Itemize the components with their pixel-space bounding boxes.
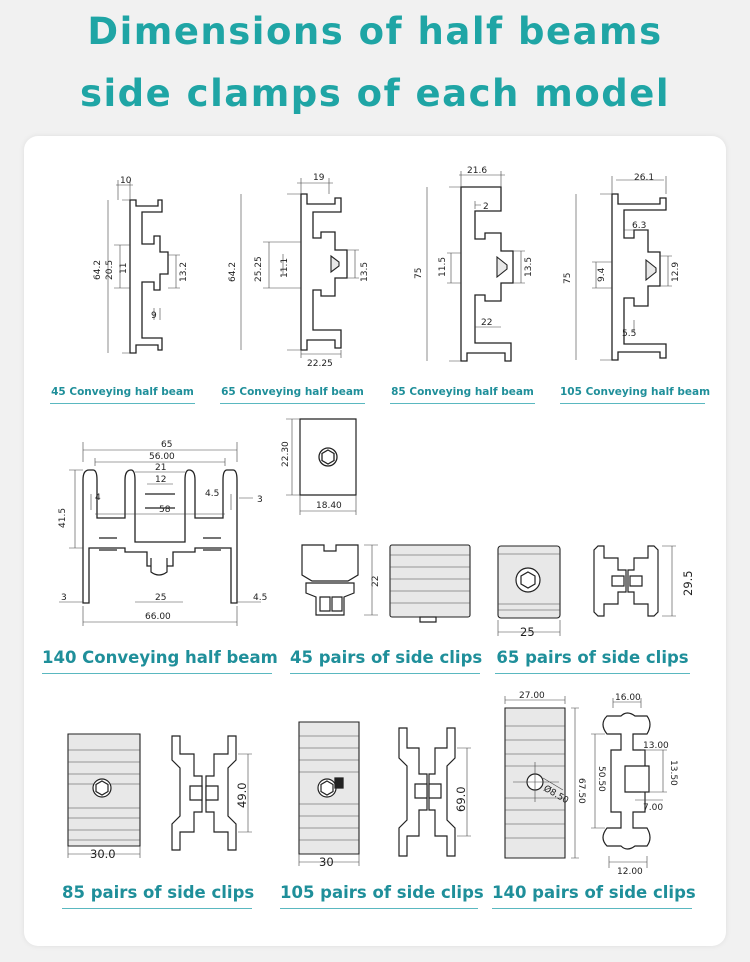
beam-140-dim-left-wall: 4 — [95, 493, 101, 503]
clip-85-caption: 85 pairs of side clips — [62, 883, 255, 902]
beam-105-dim-height: 75 — [563, 273, 573, 284]
clip-140-dim-top: 16.00 — [615, 693, 641, 703]
beam-45-dim-gap: 9 — [151, 311, 157, 321]
beam-105-dim-width: 26.1 — [634, 173, 654, 183]
clip-45-front-view — [302, 545, 358, 581]
beam-65-drawing: 19 64.2 25.25 11.1 13.5 22.25 — [228, 173, 370, 369]
clip-45-underline — [290, 673, 480, 674]
beam-85-dim-slot: 11.5 — [438, 257, 448, 277]
beam-65-caption: 65 Conveying half beam — [221, 386, 364, 398]
beam-45-drawing: 10 64.2 20.5 11 13.2 9 — [93, 176, 189, 360]
clip-45-drawing: 22.30 18.40 22 — [281, 415, 478, 630]
beam-140-dim-inner: 56.00 — [149, 452, 175, 462]
beam-140-dim-span: 58 — [159, 505, 171, 515]
clip-65-side-view-left — [594, 546, 626, 616]
beam-65-dim-bottom: 22.25 — [307, 359, 333, 369]
beam-140-dim-right-lip: 3 — [257, 495, 263, 505]
clip-105-dim-width: 30 — [319, 855, 334, 869]
clip-140-underline — [492, 908, 692, 909]
clip-45-side-view — [390, 545, 470, 617]
beam-45-dim-clip: 13.2 — [179, 262, 189, 282]
beam-85-dim-clip: 13.5 — [524, 257, 534, 277]
clip-105-caption: 105 pairs of side clips — [280, 883, 484, 902]
clip-45-top-view — [300, 419, 356, 495]
beam-65-dim-width: 19 — [313, 173, 325, 183]
beam-140-dim-left-lip: 3 — [61, 593, 67, 603]
clip-105-underline — [280, 908, 478, 909]
clip-140-dim-bottom: 12.00 — [617, 867, 643, 877]
beam-65-dim-height: 64.2 — [228, 262, 238, 282]
clip-45-dim-height: 22.30 — [281, 441, 291, 467]
beam-65-dim-clip: 13.5 — [360, 262, 370, 282]
clip-65-underline — [495, 673, 690, 674]
beam-85-drawing: 21.6 2 75 11.5 13.5 22 — [414, 166, 534, 365]
beam-45-dim-height: 64.2 — [93, 260, 103, 280]
page-title-line-2: side clamps of each model — [79, 72, 671, 115]
clip-85-side-view-left — [172, 736, 202, 850]
clip-85-dim-width: 30.0 — [90, 847, 116, 861]
beam-140-dim-total: 66.00 — [145, 612, 171, 622]
beam-85-dim-bottom: 22 — [481, 318, 492, 328]
beam-105-dim-foot: 5.5 — [622, 329, 636, 339]
clip-140-dim-block: 13.50 — [668, 760, 678, 786]
beam-45-dim-inner: 20.5 — [105, 260, 115, 280]
clip-105-side-view-left — [399, 728, 427, 856]
clip-140-drawing: 27.00 67.50 Ø8.50 16.00 50.50 13.00 13.5… — [495, 691, 678, 877]
clip-140-caption: 140 pairs of side clips — [492, 883, 696, 902]
clip-65-dim-width: 25 — [520, 625, 535, 639]
beam-140-caption: 140 Conveying half beam — [42, 648, 278, 667]
beam-140-dim-height: 41.5 — [58, 508, 68, 528]
clip-105-drawing: 30 69.0 — [295, 718, 475, 869]
beam-105-underline — [560, 403, 705, 404]
beam-85-underline — [390, 403, 535, 404]
beam-45-caption: 45 Conveying half beam — [51, 386, 194, 398]
beam-140-dim-overall: 65 — [161, 440, 172, 450]
clip-65-caption: 65 pairs of side clips — [496, 648, 689, 667]
beam-65-dim-inner: 25.25 — [254, 256, 264, 282]
clip-140-dim-neck: 13.00 — [643, 741, 669, 751]
beam-65-underline — [220, 403, 365, 404]
clip-85-side-view-right — [206, 736, 236, 850]
beam-85-dim-width: 21.6 — [467, 166, 487, 176]
beam-105-caption: 105 Conveying half beam — [560, 386, 711, 398]
clip-65-side-view-right — [628, 546, 658, 616]
clip-105-side-view-right — [429, 728, 455, 856]
beam-140-underline — [42, 673, 272, 674]
beam-105-dim-neck: 6.3 — [632, 221, 646, 231]
clip-140-dim-height: 67.50 — [576, 778, 586, 804]
page-title-line-1: Dimensions of half beams — [87, 10, 663, 53]
beam-140-dim-center: 21 — [155, 463, 166, 473]
beam-85-caption: 85 Conveying half beam — [391, 386, 534, 398]
clip-65-drawing: 25 29.5 — [490, 540, 695, 639]
clip-140-dim-step: 7.00 — [643, 803, 663, 813]
clip-85-drawing: 30.0 49.0 — [62, 728, 262, 861]
beam-140-dim-slot: 12 — [155, 475, 166, 485]
clip-45-dim-width: 18.40 — [316, 501, 342, 511]
beam-85-dim-wall: 2 — [483, 202, 489, 212]
clip-65-dim-height: 29.5 — [681, 570, 695, 596]
clip-85-underline — [62, 908, 252, 909]
clip-105-dim-height: 69.0 — [454, 786, 468, 812]
beam-45-dim-slot: 11 — [119, 263, 129, 274]
beam-140-drawing: 65 56.00 21 12 58 41.5 4 4.5 3 3 25 4.5 … — [58, 440, 267, 630]
beam-105-drawing: 26.1 6.3 75 9.4 12.9 5.5 — [563, 173, 681, 365]
beam-85-dim-height: 75 — [414, 268, 424, 279]
beam-45-underline — [50, 403, 195, 404]
clip-140-dim-width: 27.00 — [519, 691, 545, 701]
clip-45-dim-depth: 22 — [371, 576, 381, 587]
drawings-card — [24, 136, 726, 946]
beam-140-dim-right-wall: 4.5 — [205, 489, 219, 499]
clip-85-dim-height: 49.0 — [235, 782, 249, 808]
beam-45-dim-width: 10 — [120, 176, 132, 186]
beam-65-dim-slot: 11.1 — [280, 258, 290, 278]
clip-140-dim-inner: 50.50 — [596, 766, 606, 792]
beam-105-dim-slot: 9.4 — [597, 267, 607, 282]
beam-140-dim-bottom: 25 — [155, 593, 166, 603]
beam-140-dim-foot: 4.5 — [253, 593, 267, 603]
beam-105-dim-clip: 12.9 — [671, 262, 681, 282]
clip-45-caption: 45 pairs of side clips — [290, 648, 483, 667]
